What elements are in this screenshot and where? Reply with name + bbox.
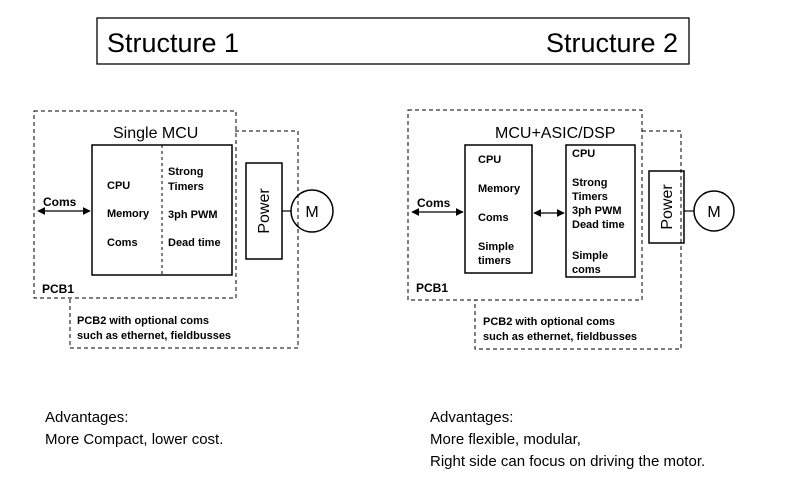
structure2-asic-pwm-label: 3ph PWM [572,205,622,217]
structure2-pcb2-line1: PCB2 with optional coms [483,316,615,328]
structure2-asic-deadtime-label: Dead time [572,219,625,231]
structure2-power-label: Power [659,184,676,230]
structure1-pwm-label: 3ph PWM [168,209,218,221]
structure2-motor-label: M [707,204,720,221]
structure2-mcu-label: MCU+ASIC/DSP [495,125,615,142]
structure2-coms-inner-label: Coms [478,212,509,224]
structure1-mcu-label: Single MCU [113,125,198,142]
structure2-advantages-line2: Right side can focus on driving the moto… [430,453,705,470]
structure1-pcb2-line1: PCB2 with optional coms [77,315,209,327]
structure2-pcb1-region [407,109,643,301]
structure2-simple-label: Simple [478,241,514,253]
structure2-advantages-title: Advantages: [430,409,513,426]
structure1-memory-label: Memory [107,208,150,220]
structure1-motor [290,189,334,233]
structure2-pcb2-line2: such as ethernet, fieldbusses [483,331,637,343]
structure2-asic-simple-label: Simple [572,250,608,262]
structure2-advantages-line1: More flexible, modular, [430,431,581,448]
structure2-pcb1-label: PCB1 [416,281,448,295]
structure1-title: Structure 1 [107,28,239,58]
structure1-strong-label: Strong [168,166,203,178]
structure2-coms-label: Coms [417,196,451,210]
structure1-cpu-label: CPU [107,180,130,192]
structure2-memory-label: Memory [478,183,521,195]
structure1-diagram: Single MCU CPU Memory Coms Strong Timers… [33,110,334,349]
structure2-asic-coms-label: coms [572,264,601,276]
structure1-coms-label: Coms [43,195,77,209]
structure2-asic-timers-label: Timers [572,191,608,203]
structure2-asic-cpu-label: CPU [572,148,595,160]
structure2-pcb2-region [474,130,682,350]
structure2-timers-label: timers [478,255,511,267]
structure2-motor [693,190,735,232]
structure1-timers-label: Timers [168,181,204,193]
structure1-pcb1-label: PCB1 [42,282,74,296]
structure1-pcb2-line2: such as ethernet, fieldbusses [77,330,231,342]
structure1-pcb1-region [33,110,237,299]
structure2-mcu-block [464,144,533,274]
structure1-advantages-title: Advantages: [45,409,128,426]
structure2-diagram: MCU+ASIC/DSP CPU Memory Coms Simple time… [407,109,735,350]
structure2-cpu-label: CPU [478,154,501,166]
structure1-motor-label: M [305,204,318,221]
structure1-coms-inner-label: Coms [107,237,138,249]
structure1-advantages-line1: More Compact, lower cost. [45,431,223,448]
structure1-deadtime-label: Dead time [168,237,221,249]
structure2-asic-block [565,144,636,278]
structure2-asic-strong-label: Strong [572,177,607,189]
header-box [96,17,690,65]
structure2-power-block [648,170,685,244]
structure1-power-label: Power [256,188,273,234]
structure2-title: Structure 2 [546,28,678,58]
structure1-pcb2-region [69,130,299,349]
